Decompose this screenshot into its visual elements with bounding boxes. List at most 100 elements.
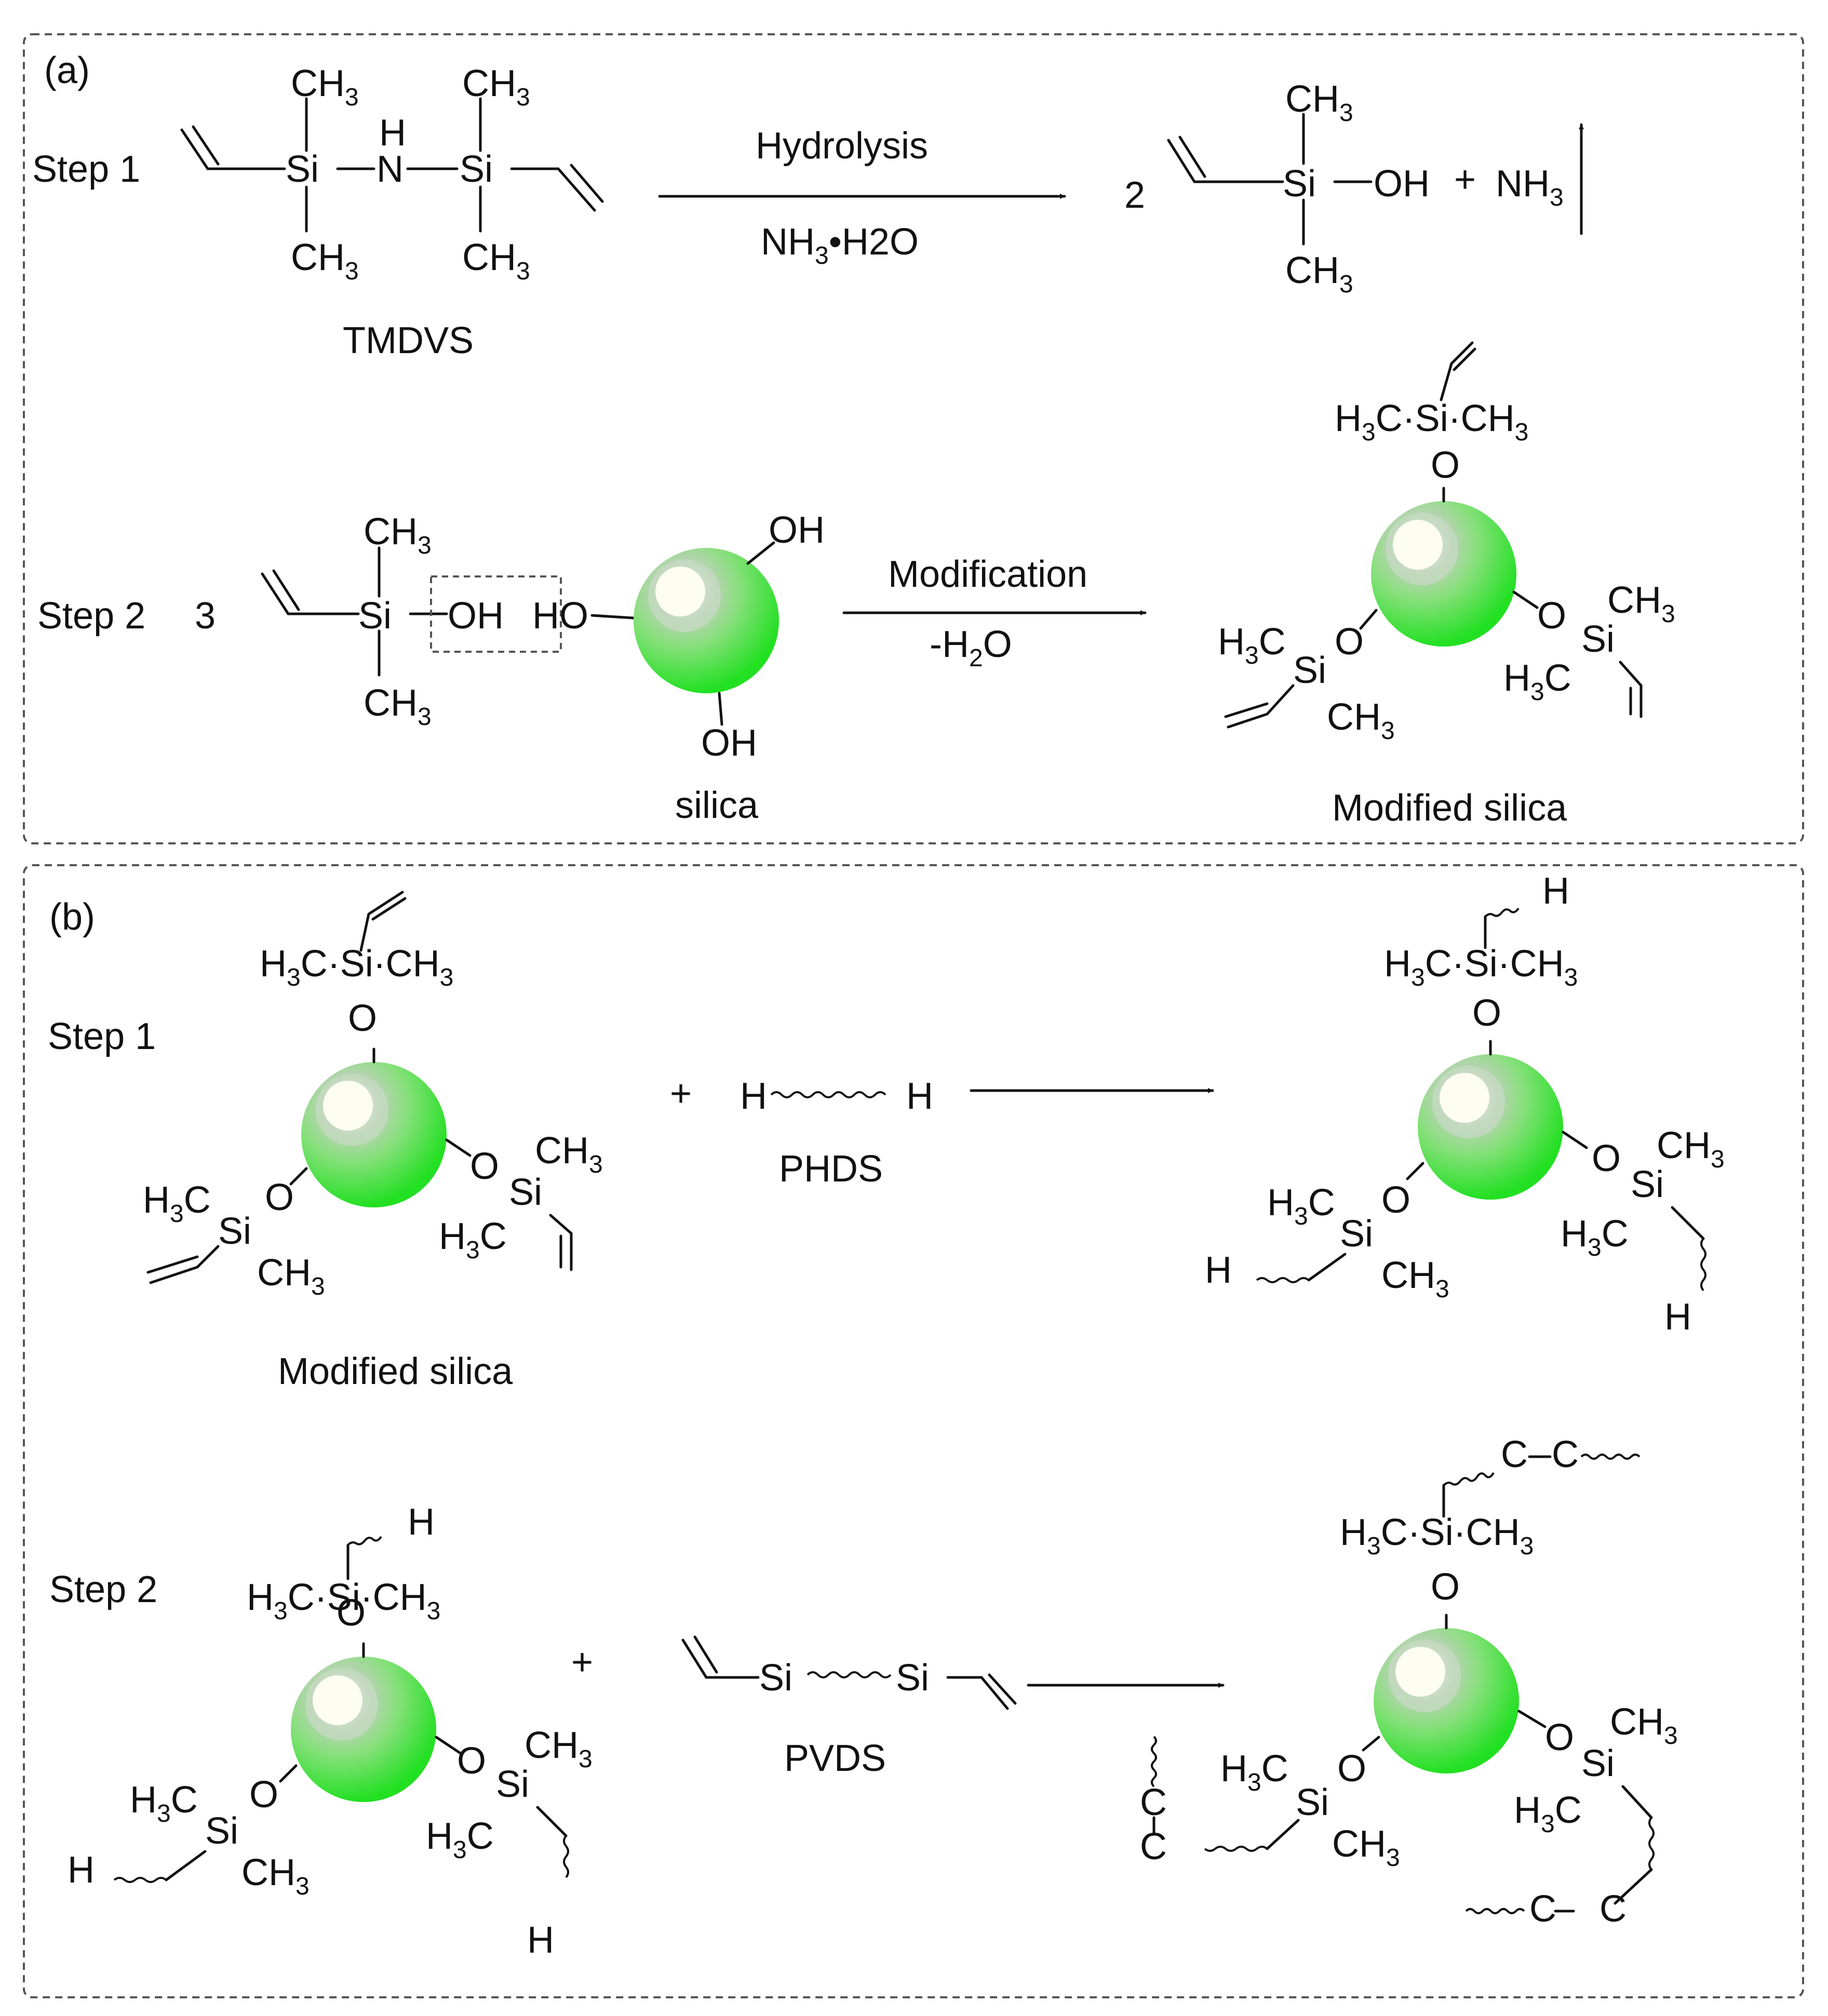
ch3-group: CH3 <box>1381 1255 1449 1303</box>
ho-group: HO <box>532 595 588 637</box>
h-atom: H <box>379 112 406 154</box>
coefficient-3: 3 <box>195 595 216 637</box>
trimethylsilyl-top: H3C·Si·CH3 <box>1335 398 1528 446</box>
modified-silica-label: Modified silica <box>278 1351 513 1392</box>
o-atom: O <box>1431 445 1460 486</box>
si-atom: Si <box>460 149 493 190</box>
ch3-group: CH3 <box>1657 1125 1725 1173</box>
si-atom: Si <box>286 149 319 190</box>
tmdvs-molecule: Si N H Si CH3 CH3 CH3 CH3 <box>180 63 604 285</box>
c-atom: C <box>1600 1888 1627 1930</box>
ch3-group: CH3 <box>462 63 530 111</box>
panel-b-step2-label: Step 2 <box>49 1569 157 1610</box>
trimethylsilyl-top: H3C·Si·CH3 <box>1384 943 1578 991</box>
si-atom: Si <box>218 1211 251 1252</box>
plus-sign: + <box>1454 159 1476 200</box>
si-atom: Si <box>205 1810 238 1852</box>
h3c-group: H3C <box>439 1216 507 1264</box>
ch3-group: CH3 <box>1327 696 1395 745</box>
h3c-group: H3C <box>1514 1790 1582 1838</box>
trimethylsilyl-top: H3C·Si·CH3 <box>1340 1512 1534 1560</box>
o-atom: O <box>1337 1748 1366 1790</box>
si-atom: Si <box>1581 619 1615 660</box>
o-atom: O <box>1431 1566 1460 1608</box>
h3c-group: H3C <box>1218 621 1286 669</box>
o-atom: O <box>1592 1138 1621 1179</box>
c-atom: C <box>1529 1888 1556 1930</box>
o-atom: O <box>348 998 377 1039</box>
pvds-label: PVDS <box>784 1738 886 1779</box>
c-atom: C <box>1501 1434 1528 1475</box>
ch3-group: CH3 <box>525 1725 593 1773</box>
silica-particle: HO OH OH <box>532 509 825 764</box>
si-atom: Si <box>1631 1164 1664 1205</box>
tmdvs-label: TMDVS <box>343 320 474 361</box>
h-atom: H <box>1205 1249 1232 1291</box>
o-atom: O <box>265 1177 294 1218</box>
h-atom: H <box>408 1501 435 1543</box>
ch3-group: CH3 <box>291 63 359 111</box>
water-loss-label: -H2O <box>930 624 1012 672</box>
o-atom: O <box>470 1146 499 1187</box>
ammonia-water-label: NH3•H2O <box>761 221 919 270</box>
panel-a-step1-label: Step 1 <box>32 149 140 190</box>
silanol-molecule: Si OH CH3 CH3 <box>1167 78 1430 298</box>
plus-sign: + <box>670 1073 692 1114</box>
coefficient-2: 2 <box>1124 174 1145 216</box>
si-atom: Si <box>1581 1743 1615 1784</box>
ch3-group: CH3 <box>1332 1823 1400 1872</box>
h-atom: H <box>740 1076 767 1117</box>
h3c-group: H3C <box>1503 657 1571 706</box>
ch3-group: CH3 <box>1285 250 1353 298</box>
o-atom: O <box>1472 992 1501 1034</box>
oh-group: OH <box>769 509 825 551</box>
crosslinked-silica-product: O H3C·Si·CH3 C C O Si CH3 H3C C C O Si H… <box>1140 1434 1678 1930</box>
ch3-group: CH3 <box>1610 1701 1678 1750</box>
phds-label: PHDS <box>779 1148 883 1190</box>
condensation-highlight-box <box>430 575 562 653</box>
o-atom: O <box>1381 1179 1410 1221</box>
plus-sign: + <box>571 1642 593 1683</box>
si-atom: Si <box>1296 1782 1329 1823</box>
panel-b-step1-label: Step 1 <box>48 1016 156 1057</box>
h3c-group: H3C <box>426 1816 494 1864</box>
oh-group: OH <box>701 722 757 764</box>
o-atom: O <box>1537 595 1566 637</box>
ch3-group: CH3 <box>257 1252 325 1300</box>
silica-label: silica <box>675 785 759 826</box>
o-atom: O <box>1335 621 1364 663</box>
c-atom: C <box>1552 1434 1579 1475</box>
h3c-group: H3C <box>1561 1213 1629 1261</box>
oh-group: OH <box>448 595 504 637</box>
modified-silica-b1: O H3C·Si·CH3 O Si CH3 H3C O Si H3C CH3 <box>143 891 603 1300</box>
h3c-group: H3C <box>143 1179 211 1228</box>
modification-label: Modification <box>888 554 1087 595</box>
si-atom: Si <box>358 595 392 637</box>
panel-b-label: (b) <box>49 896 95 938</box>
ch3-group: CH3 <box>241 1852 310 1900</box>
panel-a-step2-label: Step 2 <box>37 595 145 637</box>
ch3-group: CH3 <box>291 237 359 285</box>
silanol-reactant: Si OH CH3 CH3 <box>261 511 562 731</box>
si-atom: Si <box>496 1764 529 1805</box>
modified-silica-a: O H3C·Si·CH3 O Si CH3 H3C O Si H3C CH3 <box>1218 341 1675 745</box>
ch3-group: CH3 <box>364 511 432 559</box>
si-atom: Si <box>759 1657 792 1699</box>
o-atom: O <box>337 1592 366 1634</box>
h3c-group: H3C <box>1267 1182 1335 1230</box>
modified-silica-label: Modified silica <box>1332 787 1567 829</box>
h-atom: H <box>68 1849 95 1891</box>
c-atom: C <box>1140 1782 1167 1823</box>
h3c-group: H3C <box>130 1779 198 1827</box>
oh-group: OH <box>1374 163 1430 205</box>
o-atom: O <box>457 1740 486 1782</box>
si-atom: Si <box>896 1657 929 1699</box>
o-atom: O <box>1545 1717 1574 1758</box>
ch3-group: CH3 <box>535 1130 603 1178</box>
panel-b-frame <box>23 864 1804 1998</box>
ammonia-label: NH3 <box>1496 163 1564 211</box>
hydride-silica-product: O H3C·Si·CH3 H O Si CH3 H3C H O Si H3C C… <box>1205 870 1725 1338</box>
o-atom: O <box>249 1774 278 1816</box>
ch3-group: CH3 <box>1285 78 1353 127</box>
